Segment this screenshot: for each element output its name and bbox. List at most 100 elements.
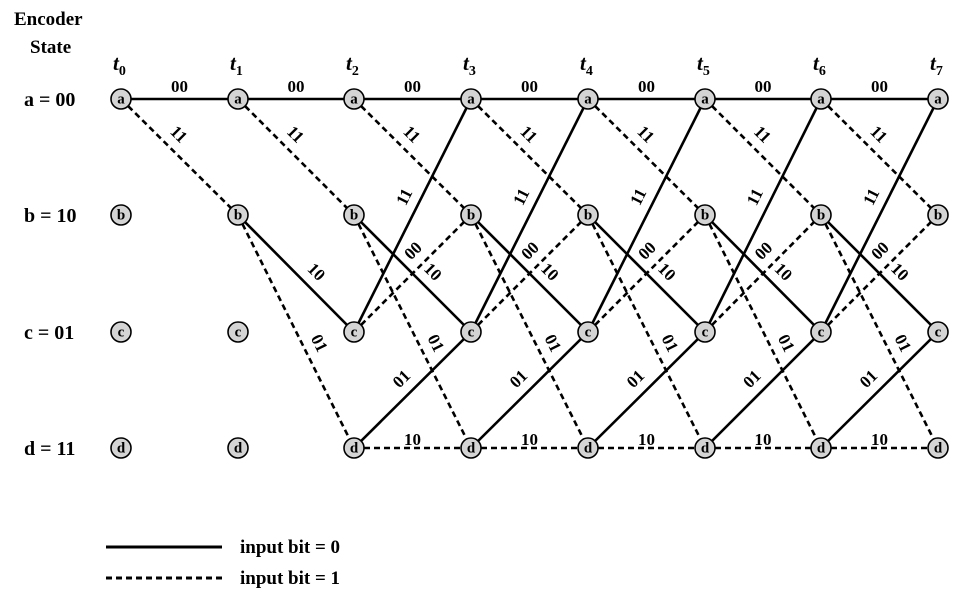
edge-b-c-t1 (237, 214, 355, 333)
time-label-sub-t5: 5 (703, 64, 710, 79)
legend-label-input-0: input bit = 0 (240, 537, 340, 558)
edge-c-b-t3 (470, 214, 589, 333)
node-label-b-t2: b (350, 207, 358, 223)
node-label-d-t3: d (467, 440, 476, 456)
node-d-t2 (343, 437, 365, 459)
node-label-b-t0: b (117, 207, 125, 223)
node-label-b-t1: b (234, 207, 242, 223)
node-d-t4 (577, 437, 599, 459)
edge-c-a-t6 (819, 98, 940, 333)
edge-c-a-t4 (586, 98, 707, 333)
edge-label-a-a-t6: 00 (871, 77, 888, 96)
node-label-c-t2: c (351, 324, 358, 340)
node-label-c-t1: c (235, 324, 242, 340)
edge-label-c-a-t6: 11 (859, 185, 883, 208)
time-label-base-t7: t (930, 51, 937, 75)
header-line-1: Encoder (14, 9, 83, 30)
edge-label-d-d-t6: 10 (871, 430, 888, 449)
edge-label-b-c-t6: 10 (887, 259, 912, 284)
state-label-b: b = 10 (24, 205, 77, 227)
node-label-d-t4: d (584, 440, 593, 456)
node-a-t0 (110, 88, 132, 110)
node-b-t7 (927, 204, 949, 226)
edge-label-b-c-t4: 10 (654, 259, 679, 284)
node-a-t3 (460, 88, 482, 110)
edge-label-b-c-t1: 10 (304, 259, 329, 284)
time-label-t7: t7 (930, 51, 943, 79)
node-d-t0 (110, 437, 132, 459)
node-label-c-t5: c (702, 324, 709, 340)
edge-a-b-t1 (237, 98, 355, 216)
time-label-sub-t3: 3 (469, 64, 476, 79)
time-label-base-t4: t (580, 51, 587, 75)
edge-c-a-t3 (469, 98, 590, 333)
trellis-edges (120, 97, 940, 450)
node-label-d-t7: d (934, 440, 943, 456)
edge-d-c-t5 (704, 331, 822, 449)
node-label-a-t3: a (467, 91, 475, 107)
edge-label-a-b-t2: 11 (399, 122, 424, 147)
node-label-b-t5: b (701, 207, 709, 223)
node-d-t5 (694, 437, 716, 459)
node-label-a-t2: a (350, 91, 358, 107)
edge-label-a-b-t6: 11 (866, 122, 891, 147)
node-c-t5 (694, 321, 716, 343)
time-label-base-t5: t (697, 51, 704, 75)
edge-label-a-b-t4: 11 (633, 122, 658, 147)
node-a-t7 (927, 88, 949, 110)
edge-b-d-t6 (819, 214, 940, 449)
time-label-t1: t1 (230, 51, 243, 79)
node-a-t1 (227, 88, 249, 110)
edge-b-d-t4 (586, 214, 707, 449)
edge-label-d-c-t2: 01 (389, 366, 414, 391)
time-label-t4: t4 (580, 51, 593, 79)
node-d-t7 (927, 437, 949, 459)
node-c-t7 (927, 321, 949, 343)
edge-label-a-a-t0: 00 (171, 77, 188, 96)
time-label-sub-t6: 6 (819, 64, 826, 79)
node-b-t6 (810, 204, 832, 226)
node-b-t5 (694, 204, 716, 226)
edge-label-c-b-t2: 00 (400, 238, 425, 263)
edge-label-a-b-t0: 11 (166, 122, 191, 147)
node-c-t1 (227, 321, 249, 343)
legend: input bit = 0 input bit = 1 (106, 537, 340, 589)
node-c-t2 (343, 321, 365, 343)
edge-label-d-c-t6: 01 (856, 366, 881, 391)
edge-label-a-a-t1: 00 (288, 77, 305, 96)
node-b-t3 (460, 204, 482, 226)
edge-c-b-t6 (820, 214, 939, 333)
edge-d-c-t2 (353, 331, 472, 449)
edge-label-d-c-t3: 01 (506, 366, 531, 391)
node-label-a-t5: a (701, 91, 709, 107)
edge-label-a-a-t3: 00 (521, 77, 538, 96)
edge-c-b-t2 (353, 214, 472, 333)
edge-label-a-a-t2: 00 (404, 77, 421, 96)
node-label-d-t2: d (350, 440, 359, 456)
edge-label-a-b-t5: 11 (750, 122, 775, 147)
edge-label-b-c-t2: 10 (420, 259, 445, 284)
edge-label-a-a-t4: 00 (638, 77, 655, 96)
time-label-base-t2: t (346, 51, 353, 75)
node-label-b-t6: b (817, 207, 825, 223)
time-label-base-t3: t (463, 51, 470, 75)
node-a-t4 (577, 88, 599, 110)
node-a-t2 (343, 88, 365, 110)
edge-label-d-d-t3: 10 (521, 430, 538, 449)
header-line-2: State (30, 37, 71, 58)
edge-label-b-c-t5: 10 (771, 259, 796, 284)
node-label-a-t7: a (934, 91, 942, 107)
node-c-t0 (110, 321, 132, 343)
node-b-t1 (227, 204, 249, 226)
edge-b-d-t3 (469, 214, 590, 449)
edge-a-b-t5 (704, 98, 822, 216)
node-label-b-t3: b (467, 207, 475, 223)
time-label-base-t1: t (230, 51, 237, 75)
time-label-sub-t7: 7 (936, 64, 943, 79)
node-d-t3 (460, 437, 482, 459)
node-label-c-t7: c (935, 324, 942, 340)
edge-label-d-c-t4: 01 (623, 366, 648, 391)
edge-label-b-d-t3: 01 (541, 331, 566, 355)
